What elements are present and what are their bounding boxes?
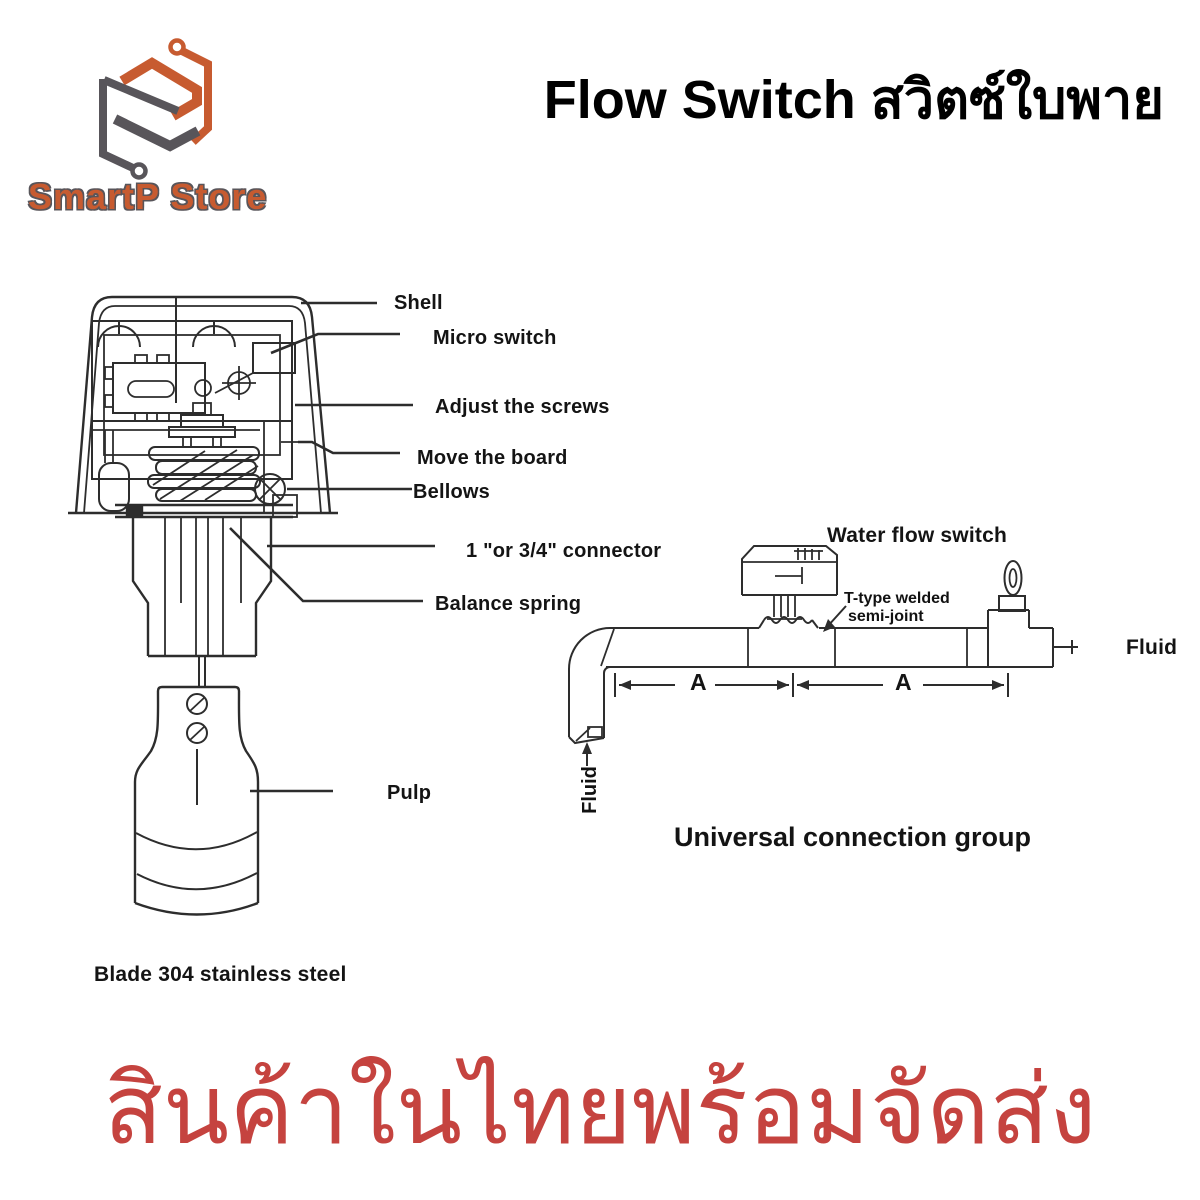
t-joint-weld <box>758 616 819 629</box>
shell-top-screws <box>97 297 236 403</box>
label-shell: Shell <box>394 292 443 314</box>
label-adjust-screws: Adjust the screws <box>435 396 610 418</box>
joint-arrow <box>823 605 847 632</box>
elbow <box>568 627 611 745</box>
t-joint-label-line2: semi-joint <box>848 608 924 625</box>
label-connector: 1 "or 3/4" connector <box>466 540 662 562</box>
label-balance-spring: Balance spring <box>435 593 582 615</box>
logo-node-bottom-icon <box>130 162 148 180</box>
connector-body <box>131 517 273 687</box>
connection-group-drawing <box>568 545 1078 766</box>
water-flow-switch-box <box>741 545 838 620</box>
move-board-plate <box>92 420 298 513</box>
store-logo-icon <box>99 38 212 180</box>
footer-message: สินค้าในไทยพร้อมจัดส่ง <box>103 1055 1097 1164</box>
label-pulp: Pulp <box>387 782 432 804</box>
pipe <box>600 627 1054 668</box>
pulp-paddle <box>133 685 260 916</box>
dimension-a-left: A <box>690 669 707 695</box>
fluid-inlet-label: Fluid <box>578 766 601 814</box>
store-name: SmartP Store <box>28 176 268 217</box>
fluid-outlet-label: Fluid <box>1126 636 1178 659</box>
logo-node-top-icon <box>168 38 186 56</box>
label-move-board: Move the board <box>417 447 568 469</box>
page-title: Flow Switch สวิตซ์ใบพาย <box>543 70 1164 130</box>
flow-switch-cross-section-drawing <box>68 295 435 916</box>
inner-board-frame <box>91 320 293 480</box>
t-joint-label-line1: T-type welded <box>844 590 950 607</box>
micro-switch-assembly <box>104 342 296 422</box>
water-flow-switch-label: Water flow switch <box>827 524 1007 547</box>
connection-group-caption: Universal connection group <box>673 822 1032 852</box>
fluid-inlet-arrow <box>582 742 592 766</box>
leader-lines <box>229 301 435 793</box>
label-micro-switch: Micro switch <box>433 327 557 349</box>
dimension-a-right: A <box>895 669 912 695</box>
flange <box>115 494 298 519</box>
blade-caption: Blade 304 stainless steel <box>94 963 347 986</box>
dimension-lines <box>614 673 1009 697</box>
outlet-terminal <box>1053 640 1078 654</box>
valve <box>987 560 1030 667</box>
left-cylinder <box>98 430 130 512</box>
label-bellows: Bellows <box>413 481 490 503</box>
shell-outline <box>68 295 338 515</box>
t-joint-label: T-type welded semi-joint <box>844 590 950 626</box>
